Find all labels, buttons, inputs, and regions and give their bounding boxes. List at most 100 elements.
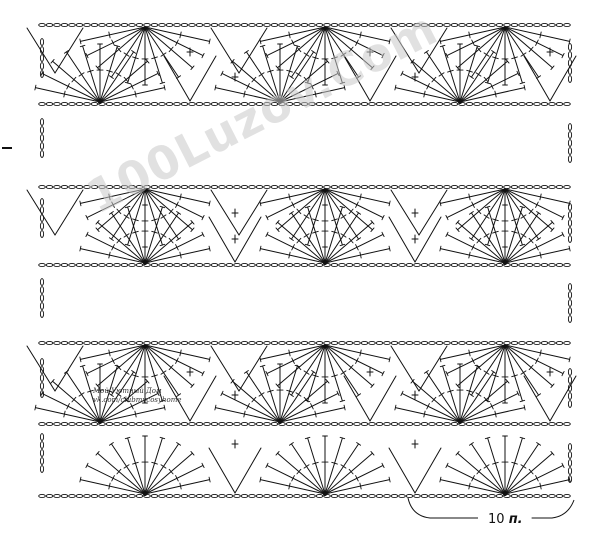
turning-chain [39,54,45,62]
chain-stitch [563,184,571,190]
double-crochet-stitch [470,443,506,495]
turning-chain [39,366,45,374]
double-crochet-stitch [52,60,101,103]
stitch-top [356,442,362,446]
double-crochet-stitch [425,371,461,423]
credit-line-1: Мой Уютный Дом [93,387,162,395]
double-crochet-stitch [324,344,384,375]
chain-stitch [270,493,279,499]
chain-stitch [330,493,339,499]
double-crochet-stitch [259,479,326,495]
turning-chain [567,400,573,408]
double-crochet-stitch [457,26,506,69]
turning-chain [39,222,45,230]
stitch-crossbar [520,370,527,375]
repeat-bracket [551,499,575,519]
chain-stitch [525,340,534,346]
chain-stitch [540,22,549,28]
double-crochet-stitch [82,45,101,103]
chain-stitch [473,22,481,28]
fan-base [278,420,282,424]
turning-chain [39,390,45,398]
chain-stitch [503,340,511,346]
double-crochet-stitch [504,443,540,495]
stitch-top [124,81,131,85]
stitch-top [484,243,491,247]
chain-stitch [503,101,511,107]
stitch-crossbar [132,461,139,465]
stitch-top [439,364,446,368]
chain-stitch [495,184,504,190]
stitch-crossbar [475,392,482,397]
stitch-top [131,50,137,54]
double-crochet-stitch [324,233,384,264]
stitch-crossbar [520,214,527,219]
chain-stitch [465,262,474,268]
chain-stitch [188,101,196,107]
double-crochet-stitch [504,464,564,495]
chain-stitch [180,184,189,190]
stitch-top [85,462,89,469]
chain-stitch [398,262,406,268]
double-crochet-stitch [110,443,146,495]
stitch-top [505,58,510,64]
double-crochet-stitch [324,212,360,264]
fan-base [458,420,462,424]
stitch-top [79,476,82,483]
chain-stitch [525,22,534,28]
chain-stitch [105,184,114,190]
chain-stitch [480,101,489,107]
double-crochet-stitch [99,392,159,423]
stitch-crossbar [132,56,139,60]
chain-stitch [38,340,46,346]
double-crochet-stitch [504,26,571,42]
turning-chain [567,43,573,51]
stitch-top [108,442,114,446]
stitch-top [79,356,82,363]
chain-stitch [150,340,159,346]
chain-stitch [548,421,556,427]
chain-stitch [368,340,376,346]
chain-stitch [278,421,286,427]
stitch-crossbar [116,208,122,215]
chain-stitch [53,101,61,107]
stitch-top [265,52,269,59]
chain-stitch [113,101,121,107]
double-crochet-stitch [504,452,553,495]
double-crochet-stitch [110,212,146,264]
stitch-top [288,211,294,215]
stitch-top [265,214,269,221]
chain-stitch [218,184,226,190]
stitch-top [190,383,195,389]
chain-stitch [525,184,534,190]
chain-stitch [533,493,541,499]
chain-stitch [345,22,354,28]
chain-stitch [338,101,346,107]
stitch-crossbar [431,76,437,83]
chain-stitch [428,493,436,499]
double-crochet-stitch [266,464,326,495]
chain-arch [210,27,240,74]
turning-chain [567,467,573,475]
chain-stitch [458,340,466,346]
double-crochet-stitch [394,87,461,103]
turning-chain [39,134,45,142]
stitch-top [339,81,346,85]
chain-stitch [105,22,114,28]
stitch-crossbar [535,39,539,46]
chain-stitch [533,340,541,346]
chain-stitch [495,340,504,346]
chain-stitch [315,101,324,107]
chain-arch [549,55,577,102]
chain-arch [523,55,551,102]
chain-stitch [563,22,571,28]
stitch-top [145,378,150,384]
stitch-crossbar [303,214,310,219]
chain-stitch [120,22,129,28]
stitch-crossbar [483,52,490,57]
double-crochet-stitch [214,87,281,103]
chain-stitch [360,22,369,28]
chain-stitch [120,493,129,499]
stitch-crossbar [123,52,130,57]
